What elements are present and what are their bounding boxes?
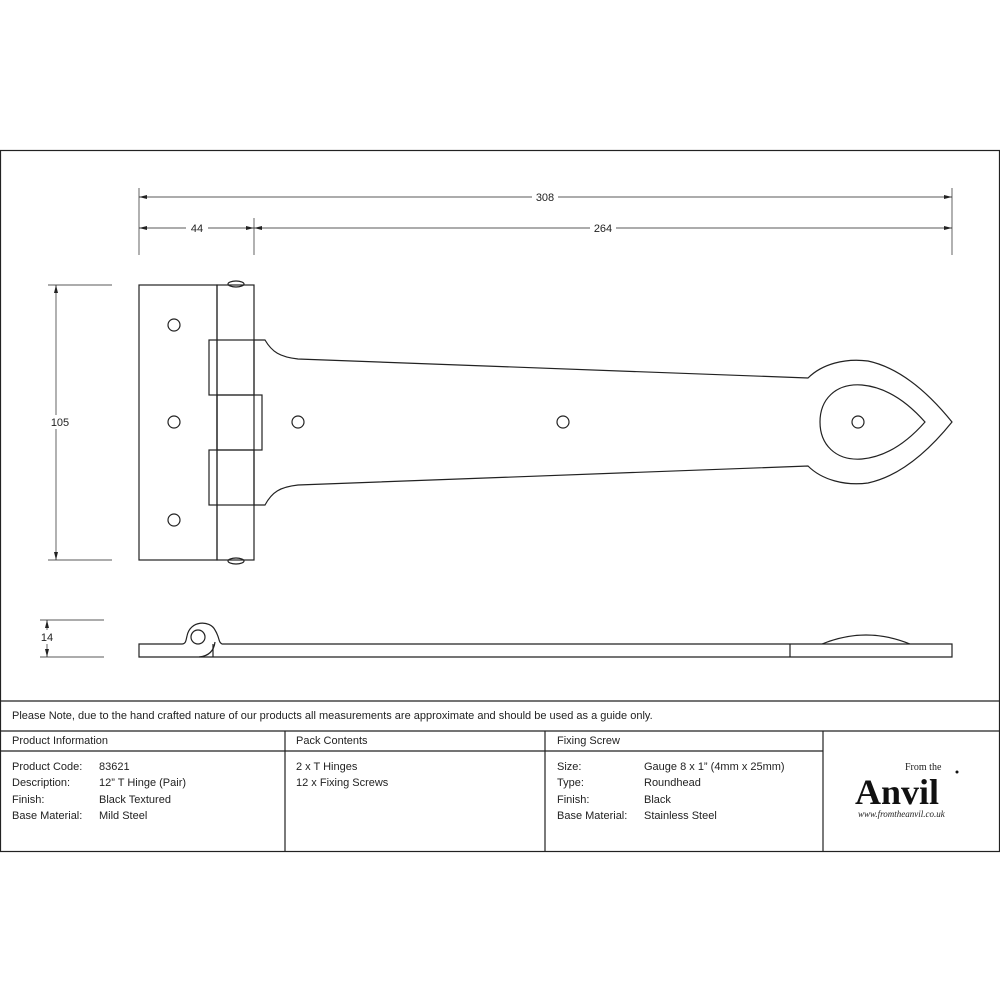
product-info-heading: Product Information <box>12 735 108 747</box>
fixing-screw-heading: Fixing Screw <box>557 735 620 747</box>
label: Description: <box>12 777 71 789</box>
value: Gauge 8 x 1” (4mm x 25mm) <box>644 761 785 773</box>
value: 12” T Hinge (Pair) <box>99 777 187 789</box>
label: Finish: <box>12 794 45 806</box>
label: Finish: <box>557 794 590 806</box>
hinge-side-view <box>138 622 953 658</box>
value: 83621 <box>99 761 130 773</box>
dim-thickness: 14 <box>41 632 53 644</box>
drawing-frame <box>0 149 1000 853</box>
value: Black <box>644 794 671 806</box>
value: Roundhead <box>644 777 701 789</box>
dim-leaf-width: 44 <box>191 223 203 235</box>
logo-brand: Anvil <box>855 772 940 812</box>
hinge-front-view <box>138 280 953 565</box>
info-table-lines <box>0 700 1000 852</box>
label: Size: <box>557 761 582 773</box>
logo-from-the: From the <box>905 762 942 773</box>
label: Base Material: <box>12 810 83 822</box>
dim-height: 105 <box>51 417 69 429</box>
pack-item: 12 x Fixing Screws <box>296 777 389 789</box>
pack-contents-heading: Pack Contents <box>296 735 368 747</box>
pack-item: 2 x T Hinges <box>296 761 358 773</box>
screw-holes <box>167 318 865 527</box>
value: Stainless Steel <box>644 810 717 822</box>
label: Type: <box>557 777 584 789</box>
dimension-lines <box>40 188 953 658</box>
label: Base Material: <box>557 810 628 822</box>
dim-strap-length: 264 <box>594 223 612 235</box>
logo-url: www.fromtheanvil.co.uk <box>858 809 945 819</box>
dimension-arrows <box>45 195 952 657</box>
dim-overall-length: 308 <box>536 192 554 204</box>
registered-mark-icon <box>955 770 959 774</box>
disclaimer-note: Please Note, due to the hand crafted nat… <box>12 710 653 722</box>
value: Black Textured <box>99 794 171 806</box>
label: Product Code: <box>12 761 83 773</box>
value: Mild Steel <box>99 810 148 822</box>
